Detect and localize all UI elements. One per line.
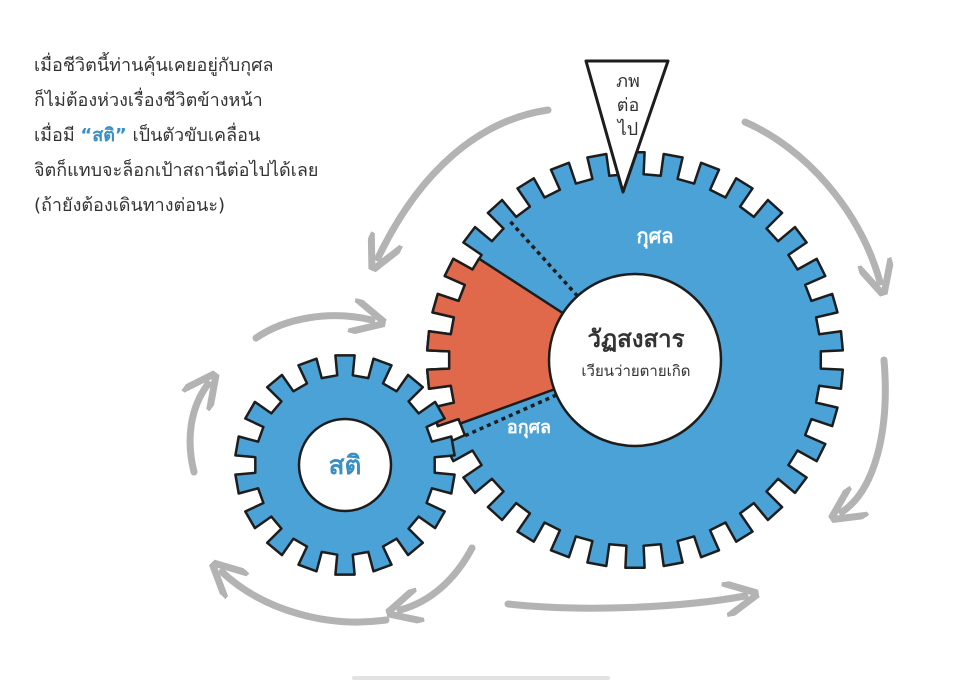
next-life-pointer [584,59,670,194]
arrow-top-left [378,106,552,258]
caption-line-3-after: เป็นตัวขับเคลื่อน [126,125,261,146]
big-gear-hub [547,272,723,448]
sati-label: สติ [329,451,362,481]
samsara-title: วัฏสงสาร [588,325,685,353]
arrow-bottom-left [222,572,390,626]
samsara-subtitle: เวียนว่ายตายเกิด [581,362,690,380]
akusala-wedge-border [464,220,579,438]
pointer-label-1: ภพ [616,71,640,92]
kusala-label: กุศล [636,224,673,249]
arrow-bottom-right [504,596,745,608]
motion-arrows [190,106,889,626]
arrow-left [190,384,208,476]
arrow-right [842,356,889,512]
caption-line-5: (ถ้ายังต้องเดินทางต่อนะ) [34,195,226,216]
caption-line-2: ก็ไม่ต้องห่วงเรื่องชีวิตข้างหน้า [34,90,263,111]
bottom-scroll-indicator [352,676,610,680]
small-gear-hub [297,417,393,513]
caption-line-3-before: เมื่อมี [34,125,81,146]
pointer-label-3: ไป [616,118,638,140]
caption-line-1: เมื่อชีวิตนี้ท่านคุ้นเคยอยู่กับกุศล [34,55,274,76]
caption-text: เมื่อชีวิตนี้ท่านคุ้นเคยอยู่กับกุศล ก็ไม… [34,48,318,223]
caption-line-4: จิตก็แทบจะล็อกเป้าสถานีต่อไปได้เลย [34,160,319,181]
caption-highlight-sati: “สติ” [80,125,127,146]
arrow-middle-left [252,316,372,342]
arrow-bottom-middle [400,544,476,610]
caption-line-3: เมื่อมี “สติ” เป็นตัวขับเคลื่อน [34,118,318,153]
arrow-top-right [741,118,880,282]
pointer-label-2: ต่อ [617,95,640,116]
akusala-label: อกุศล [507,417,551,439]
